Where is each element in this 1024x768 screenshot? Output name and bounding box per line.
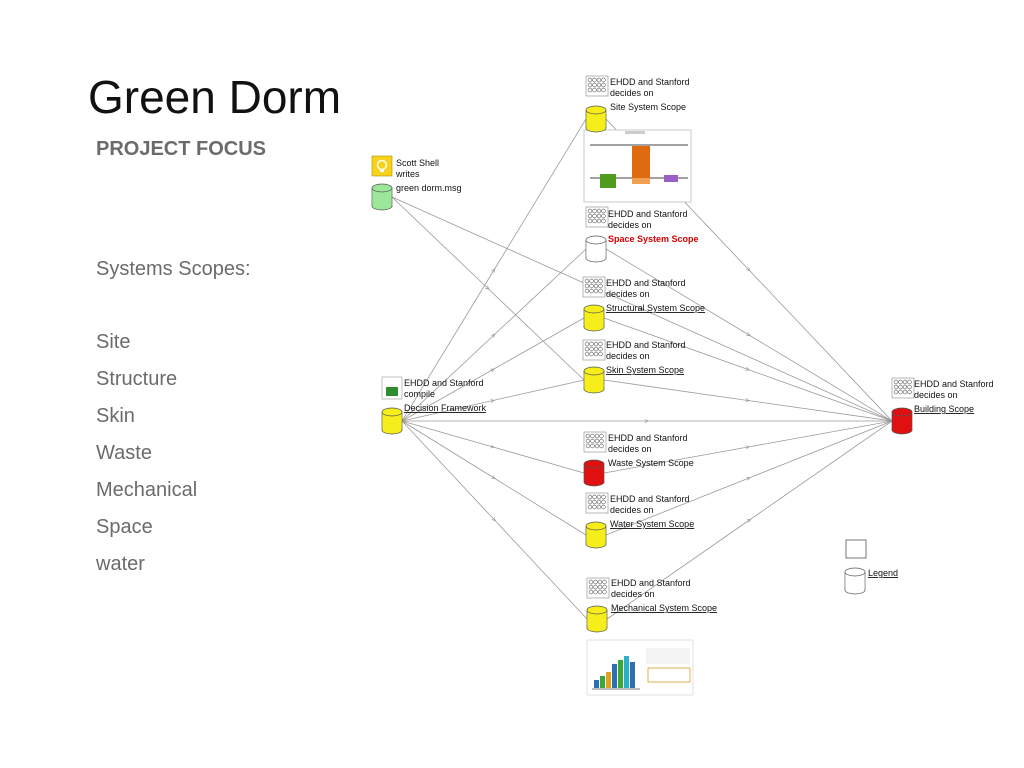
grid-icon <box>585 206 609 228</box>
grid-icon <box>582 339 606 361</box>
node-link[interactable]: Skin System Scope <box>606 365 684 375</box>
grid-icon <box>586 577 610 599</box>
node-link[interactable]: Decision Framework <box>404 403 487 413</box>
grid-icon <box>583 431 607 453</box>
node-text: EHDD and Stanford <box>606 340 686 350</box>
node-link[interactable]: Site System Scope <box>610 102 686 112</box>
scope-item: Space <box>96 516 153 538</box>
node-link[interactable]: Water System Scope <box>610 519 694 529</box>
node-link[interactable]: Legend <box>868 568 898 578</box>
node-link[interactable]: Space System Scope <box>608 234 699 244</box>
node-link[interactable]: Waste System Scope <box>608 458 694 468</box>
diagram-edge <box>401 420 587 536</box>
grid-icon <box>891 377 915 399</box>
diagram-edge <box>401 420 588 620</box>
diagram-edge <box>401 420 585 474</box>
node-text: decides on <box>610 88 654 98</box>
bar-chart-thumbnail <box>583 129 692 203</box>
scope-item: water <box>96 553 145 575</box>
node-link[interactable]: Building Scope <box>914 404 974 414</box>
diagram-edges <box>391 118 893 620</box>
node-link[interactable]: Mechanical System Scope <box>611 603 717 613</box>
diagram-edge <box>603 317 893 422</box>
cylinder-icon <box>583 304 605 332</box>
cylinder-icon <box>585 235 607 263</box>
node-text: compile <box>404 389 435 399</box>
node-text: EHDD and Stanford <box>610 77 690 87</box>
node-text: EHDD and Stanford <box>611 578 691 588</box>
node-text: EHDD and Stanford <box>606 278 686 288</box>
compile-icon <box>381 376 403 400</box>
cylinder-icon <box>891 407 913 435</box>
lightbulb-icon <box>371 155 393 177</box>
node-text: EHDD and Stanford <box>404 378 484 388</box>
node-text: writes <box>395 169 420 179</box>
node-text: decides on <box>914 390 958 400</box>
cylinder-icon <box>585 521 607 549</box>
diagram-edge <box>391 196 585 381</box>
cylinder-icon <box>586 605 608 633</box>
node-text: EHDD and Stanford <box>914 379 994 389</box>
node-text: decides on <box>610 505 654 515</box>
node-legend[interactable]: Legend <box>844 539 898 595</box>
node-text: decides on <box>608 220 652 230</box>
scopes-heading: Systems Scopes: <box>96 258 251 280</box>
diagram-edge <box>391 196 893 422</box>
slide-title: Green Dorm <box>88 71 342 123</box>
mechanical-chart-thumbnail <box>586 639 694 696</box>
scope-item: Waste <box>96 442 152 464</box>
scope-item: Structure <box>96 368 178 390</box>
slide-subtitle: PROJECT FOCUS <box>96 138 267 160</box>
node-text: decides on <box>611 589 655 599</box>
diagram-edge <box>401 118 587 422</box>
scope-item: Mechanical <box>96 479 198 501</box>
node-link[interactable]: Structural System Scope <box>606 303 705 313</box>
scope-list: Site Structure Skin Waste Mechanical Spa… <box>96 330 197 589</box>
diagram-edge <box>401 379 585 422</box>
diagram-edge <box>603 420 893 474</box>
cylinder-icon <box>371 183 393 211</box>
node-text: decides on <box>606 351 650 361</box>
grid-icon <box>585 75 609 97</box>
diagram-edge <box>401 248 587 422</box>
node-text: EHDD and Stanford <box>608 433 688 443</box>
cylinder-icon <box>583 366 605 394</box>
scope-item: Skin <box>96 405 135 427</box>
node-link[interactable]: green dorm.msg <box>396 183 462 193</box>
cylinder-icon <box>585 105 607 133</box>
node-text: decides on <box>606 289 650 299</box>
diagram-edge <box>605 420 893 536</box>
diagram-edge <box>401 317 585 422</box>
cylinder-icon <box>583 459 605 487</box>
node-text: EHDD and Stanford <box>610 494 690 504</box>
node-text: Scott Shell <box>396 158 439 168</box>
diagram-edge <box>603 379 893 422</box>
grid-icon <box>582 276 606 298</box>
diagram-edge <box>605 248 893 422</box>
cylinder-icon <box>381 407 403 435</box>
diagram-edge <box>606 420 893 620</box>
blank-square-icon <box>845 539 867 559</box>
node-text: EHDD and Stanford <box>608 209 688 219</box>
scope-item: Site <box>96 331 131 353</box>
grid-icon <box>585 492 609 514</box>
node-text: decides on <box>608 444 652 454</box>
cylinder-icon <box>844 567 866 595</box>
